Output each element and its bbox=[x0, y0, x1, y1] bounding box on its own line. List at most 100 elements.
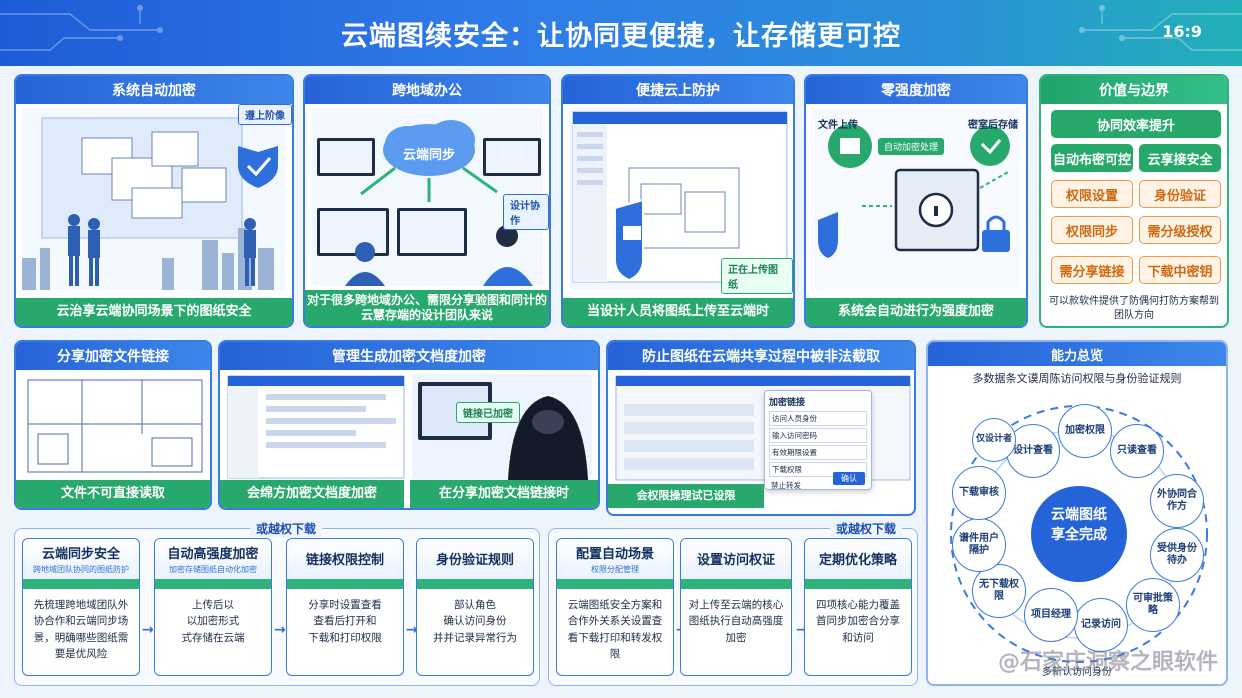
step-cloud-sync-security: 云端同步安全跨地域团队协同的图纸防护 先梳理跨地域团队外协合作和云端同步场景，明… bbox=[22, 538, 140, 676]
step-title: 设置访问权证 bbox=[696, 552, 775, 568]
illustration-vault bbox=[812, 108, 1020, 290]
value-btn-cloud-link[interactable]: 云享接安全 bbox=[1139, 144, 1221, 172]
node-designer-only: 仅设计者 bbox=[972, 418, 1016, 462]
node-external-partner: 外协同合作方 bbox=[1150, 474, 1204, 528]
step-divider bbox=[417, 579, 533, 589]
value-btn-auto-encrypt[interactable]: 自动布密可控 bbox=[1051, 144, 1133, 172]
panel-title: 便捷云上防护 bbox=[563, 76, 793, 104]
value-btn-share-link[interactable]: 需分享链接 bbox=[1051, 256, 1133, 284]
step-title: 链接权限控制 bbox=[305, 552, 384, 568]
step-link-permission: 链接权限控制 分享时设置查看 查看后打开和 下载和打印权限 bbox=[286, 538, 404, 676]
node-user-isolation: 谱件用户隔护 bbox=[952, 518, 1006, 572]
panel-footer: 文件不可直接读取 bbox=[16, 480, 210, 508]
node-access-record: 记录访问 bbox=[1074, 598, 1128, 652]
panel-title: 能力总览 bbox=[928, 342, 1226, 366]
watermark: @石家庄洞察之眼软件 bbox=[997, 650, 1218, 675]
step-subtitle: 跨地域团队协同的图纸防护 bbox=[33, 565, 129, 574]
step-divider bbox=[681, 579, 791, 589]
node-approval-policy: 可审批策略 bbox=[1126, 578, 1180, 632]
panel-title: 系统自动加密 bbox=[16, 76, 292, 104]
node-encrypt-permission: 加密权限 bbox=[1058, 404, 1112, 458]
panel-title: 价值与边界 bbox=[1041, 76, 1227, 104]
panel-footer: 系统会自动进行为强度加密 bbox=[806, 298, 1026, 326]
node-download-review: 下载审核 bbox=[952, 466, 1006, 520]
step-subtitle: 权限分配管理 bbox=[591, 565, 639, 574]
section-label-left: 或越权下载 bbox=[250, 520, 323, 537]
dialog-row-identity[interactable]: 访问人员身份 bbox=[769, 411, 867, 426]
panel-footer: 当设计人员将图纸上传至云端时 bbox=[563, 298, 793, 326]
step-divider bbox=[557, 579, 673, 589]
uploading-tag: 正在上传图纸 bbox=[721, 258, 793, 294]
panel-capability-overview: 能力总览 多数据条文谟周陈访问权限与身份验证规则 云端图纸 享全完成 设计查看 … bbox=[926, 340, 1228, 686]
dialog-row-download[interactable]: 下载权限 bbox=[769, 462, 867, 477]
page-header: 云端图续安全：让协同更便捷，让存储更可控 16:9 bbox=[0, 0, 1242, 66]
share-dialog: 加密链接 访问人员身份 输入访问密码 有效期限设置 下载权限 禁止转发 确认 bbox=[764, 390, 872, 490]
panel-cross-region: 跨地域办公 云端同步 设计协作 对于很多跨地域办公、需限分享验图和同计的云慧存端… bbox=[303, 74, 551, 328]
bottom-note: 多新认访问身份 bbox=[1042, 667, 1112, 678]
illustration-floorplan bbox=[22, 374, 204, 478]
panel-prevent-intercept: 防止图纸在云端共享过程中被非法截取 加密链接 访问人员身份 输入访问密码 有效期… bbox=[606, 340, 916, 516]
panel-title: 管理生成加密文档度加密 bbox=[220, 342, 598, 370]
design-collab-tag: 设计协作 bbox=[503, 194, 549, 230]
step-auto-encrypt: 自动高强度加密加密存储图纸自动化加密 上传后以 以加密形式 式存储在云端 bbox=[154, 538, 272, 676]
aspect-ratio-label: 16:9 bbox=[1162, 22, 1202, 41]
value-btn-identity[interactable]: 身份验证 bbox=[1139, 180, 1221, 208]
file-upload-label: 文件上传 bbox=[818, 120, 858, 131]
step-arrow-icon: → bbox=[274, 622, 286, 638]
step-body: 四项核心能力覆盖首同步加密合分享和访问 bbox=[816, 599, 900, 644]
value-btn-permission-sync[interactable]: 权限同步 bbox=[1051, 216, 1133, 244]
illustration-hooded-figure bbox=[412, 374, 592, 480]
step-configure-scenario: 配置自动场景权限分配管理 云端图纸安全方案和合作外关系关设置查看下载打印和转发权… bbox=[556, 538, 674, 676]
step-body: 对上传至云端的核心图纸执行自动高强度加密 bbox=[688, 599, 784, 644]
step-title: 定期优化策略 bbox=[818, 552, 897, 568]
step-title: 配置自动场景 bbox=[575, 547, 654, 562]
section-label-right: 或越权下载 bbox=[830, 520, 903, 537]
step-optimize-policy: 定期优化策略 四项核心能力覆盖首同步加密合分享和访问 bbox=[804, 538, 912, 676]
step-body: 分享时设置查看 查看后打开和 下载和打印权限 bbox=[308, 599, 382, 644]
panel-title: 跨地域办公 bbox=[305, 76, 549, 104]
value-btn-download-key[interactable]: 下载中密钥 bbox=[1139, 256, 1221, 284]
value-btn-graded-auth[interactable]: 需分级授权 bbox=[1139, 216, 1221, 244]
step-title: 身份验证规则 bbox=[435, 552, 514, 568]
panel-cloud-protection: 便捷云上防护 正在上传图纸 当设计人员将图纸上传至云端时 bbox=[561, 74, 795, 328]
page-title: 云端图续安全：让协同更便捷，让存储更可控 bbox=[341, 20, 901, 52]
circuit-decoration-right bbox=[1079, 5, 1242, 51]
illustration-map-blueprint bbox=[22, 108, 286, 290]
node-project-manager: 项目经理 bbox=[1024, 588, 1078, 642]
panel-footer: 对于很多跨地域办公、需限分享验图和同计的云慧存端的设计团队来说 bbox=[305, 290, 549, 326]
panel-strong-encrypt: 零强度加密 文件上传 密室后存储 自动加密处理 系统会自动进行为强度加密 bbox=[804, 74, 1028, 328]
step-arrow-icon: → bbox=[406, 622, 418, 638]
node-readonly-view: 只读查看 bbox=[1110, 424, 1164, 478]
illustration-cloud-sync bbox=[311, 108, 543, 286]
step-title: 云端同步安全 bbox=[41, 547, 120, 562]
illustration-admin-screen bbox=[226, 374, 405, 480]
dialog-row-expiry[interactable]: 有效期限设置 bbox=[769, 445, 867, 460]
step-title: 自动高强度加密 bbox=[167, 547, 259, 562]
step-body: 先梳理跨地域团队外协合作和云端同步场景，明确哪些图纸需要是优风险 bbox=[33, 599, 129, 660]
circuit-decoration-left bbox=[0, 5, 163, 51]
panel-footer-right: 在分享加密文档链接时 bbox=[410, 480, 598, 508]
step-divider bbox=[287, 579, 403, 589]
panel-title: 分享加密文件链接 bbox=[16, 342, 210, 370]
value-btn-efficiency[interactable]: 协同效率提升 bbox=[1051, 110, 1221, 138]
step-divider bbox=[23, 579, 139, 589]
step-access-credential: 设置访问权证 对上传至云端的核心图纸执行自动高强度加密 bbox=[680, 538, 792, 676]
step-arrow-icon: → bbox=[796, 622, 808, 638]
panel-footer: 可以款软件提供了防偶何打防方案帮到团队方向 bbox=[1049, 296, 1219, 321]
dialog-row-forward[interactable]: 禁止转发 bbox=[771, 481, 801, 490]
encrypted-storage-label: 密室后存储 bbox=[968, 120, 1018, 131]
cloud-sync-label: 云端同步 bbox=[403, 148, 456, 163]
dialog-row-password[interactable]: 输入访问密码 bbox=[769, 428, 867, 443]
dialog-confirm-button[interactable]: 确认 bbox=[833, 472, 865, 485]
panel-share-link: 分享加密文件链接 文件不可直接读取 bbox=[14, 340, 212, 510]
value-btn-permission-set[interactable]: 权限设置 bbox=[1051, 180, 1133, 208]
step-subtitle: 加密存储图纸自动化加密 bbox=[169, 565, 257, 574]
auto-encrypt-chip: 自动加密处理 bbox=[878, 138, 945, 155]
step-divider bbox=[155, 579, 271, 589]
node-no-download: 无下载权限 bbox=[972, 564, 1026, 618]
step-body: 云端图纸安全方案和合作外关系关设置查看下载打印和转发权限 bbox=[567, 599, 663, 660]
panel-footer: 会权限操理试已设限 bbox=[608, 484, 764, 508]
step-divider bbox=[805, 579, 911, 589]
link-encrypted-tag: 链接已加密 bbox=[456, 402, 520, 423]
panel-manage-encrypt: 管理生成加密文档度加密 链接已加密 会绵方加密文档度加密 在分享加密文档链接时 bbox=[218, 340, 600, 510]
